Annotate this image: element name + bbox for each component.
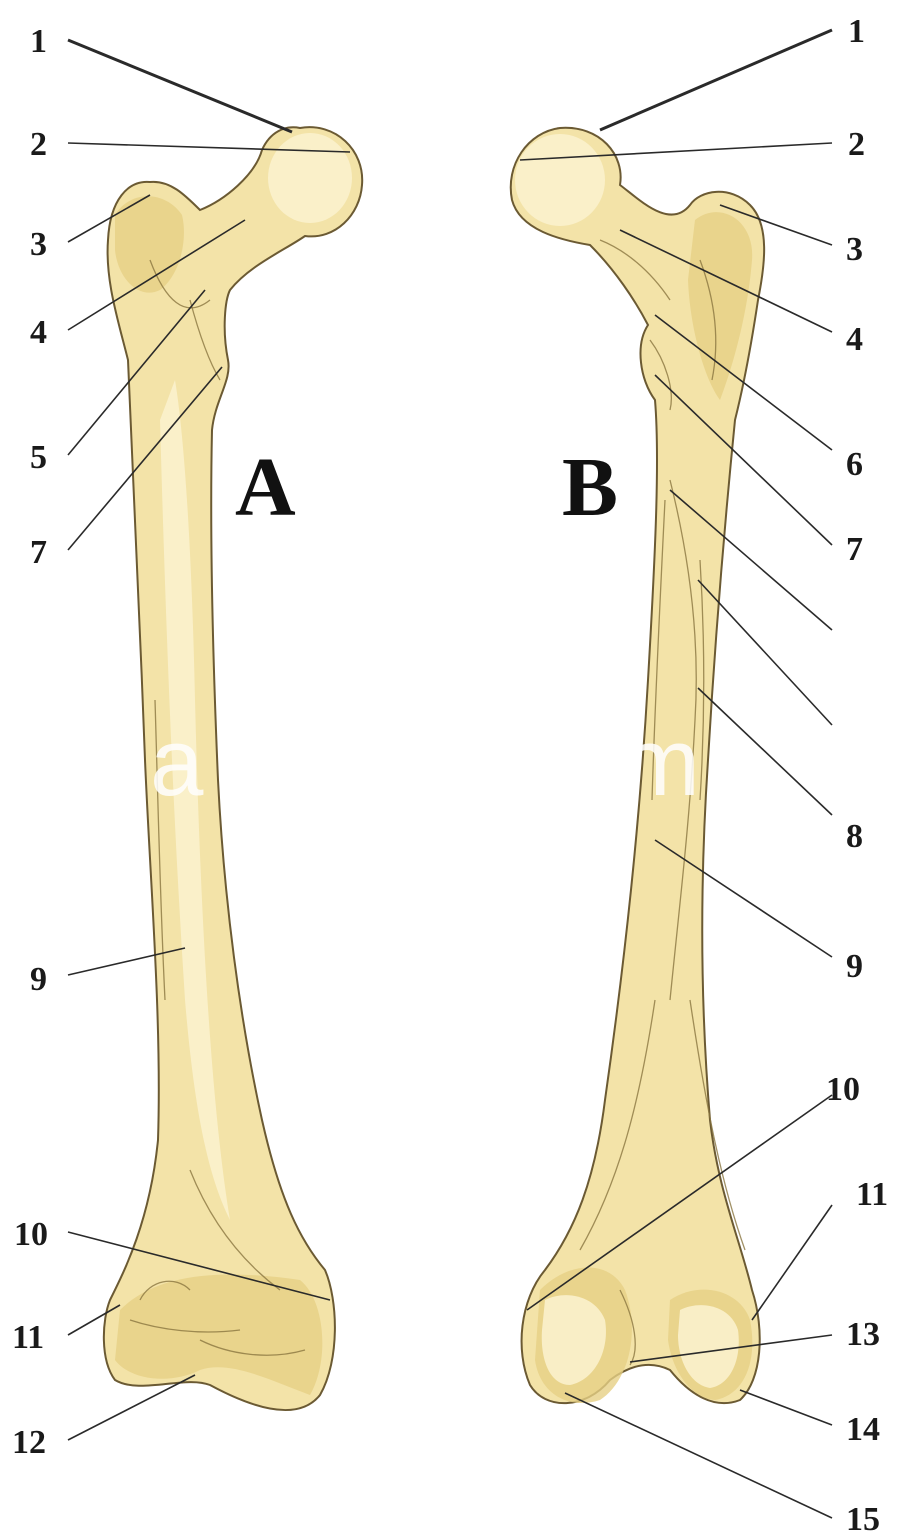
label-a-5: 5 [30, 439, 47, 476]
label-b-11: 11 [856, 1176, 888, 1213]
watermark-text-left: a [150, 709, 204, 816]
label-b-4: 4 [846, 321, 863, 358]
leader-b-15 [565, 1393, 832, 1518]
leader-b-unlabeled-2 [698, 580, 832, 725]
label-b-10: 10 [826, 1071, 860, 1108]
watermark: a m [150, 709, 700, 816]
label-a-2: 2 [30, 126, 47, 163]
labels-a: 1 2 3 4 5 7 9 10 11 12 [12, 23, 48, 1461]
label-b-9: 9 [846, 948, 863, 985]
label-a-12: 12 [12, 1424, 46, 1461]
view-label-b: B [562, 441, 618, 534]
label-a-4: 4 [30, 314, 47, 351]
label-b-3: 3 [846, 231, 863, 268]
label-b-6: 6 [846, 446, 863, 483]
label-a-7: 7 [30, 534, 47, 571]
label-b-14: 14 [846, 1411, 880, 1448]
leader-b-14 [740, 1390, 832, 1425]
leader-b-8 [698, 688, 832, 815]
femur-a-illustration [104, 127, 362, 1410]
label-b-13: 13 [846, 1316, 880, 1353]
leader-b-11 [752, 1205, 832, 1320]
labels-b: 1 2 3 4 6 7 8 9 10 11 13 14 15 [826, 13, 888, 1536]
label-a-10: 10 [14, 1216, 48, 1253]
label-a-3: 3 [30, 226, 47, 263]
label-a-11: 11 [12, 1319, 44, 1356]
label-b-7: 7 [846, 531, 863, 568]
label-b-8: 8 [846, 818, 863, 855]
label-b-15: 15 [846, 1501, 880, 1536]
leader-a-1 [68, 40, 292, 132]
label-b-2: 2 [848, 126, 865, 163]
watermark-text-right: m [620, 709, 700, 816]
label-b-1: 1 [848, 13, 865, 50]
leader-b-1 [600, 30, 832, 130]
view-label-a: A [235, 441, 296, 534]
label-a-9: 9 [30, 961, 47, 998]
label-a-1: 1 [30, 23, 47, 60]
